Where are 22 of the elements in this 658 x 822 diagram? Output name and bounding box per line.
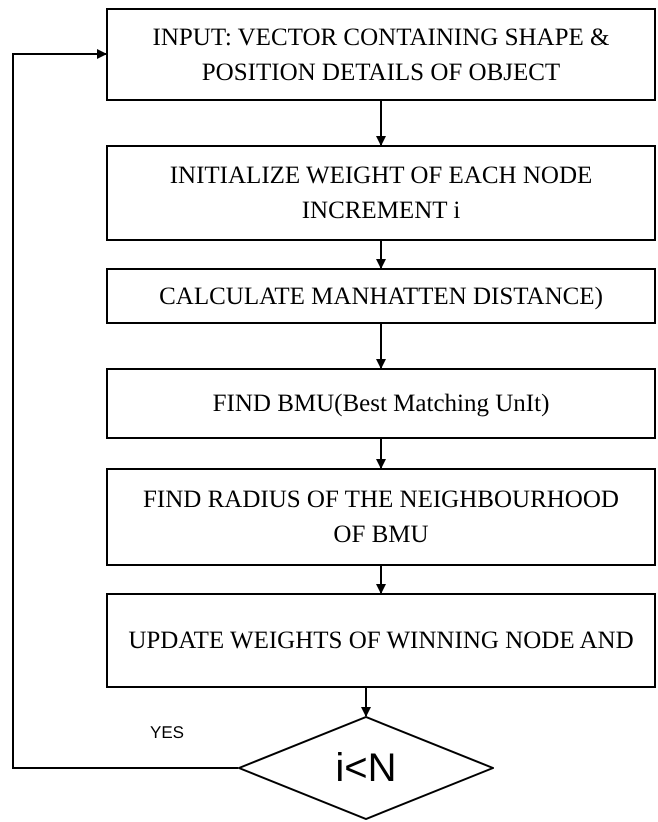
process-box <box>106 145 656 241</box>
arrow <box>376 324 386 369</box>
arrow <box>376 566 386 594</box>
process-box <box>106 8 656 101</box>
process-box <box>106 268 656 324</box>
step-text: INITIALIZE WEIGHT OF EACH NODE INCREMENT i <box>168 161 594 226</box>
arrow <box>12 49 238 769</box>
edge-label: YES <box>150 724 184 741</box>
step-text: CALCULATE MANHATTEN DISTANCE) <box>159 282 603 312</box>
arrow <box>376 101 386 146</box>
arrow <box>361 688 371 717</box>
step-text: INPUT: VECTOR CONTAINING SHAPE & POSITION DETAILS OF OBJECT <box>152 22 610 88</box>
decision-diamond <box>238 716 494 820</box>
step-text: UPDATE WEIGHTS OF WINNING NODE AND <box>128 626 634 656</box>
process-box <box>106 368 656 439</box>
process-box <box>106 468 656 566</box>
arrow <box>376 439 386 469</box>
step-text: FIND RADIUS OF THE NEIGHBOURHOOD OF BMU <box>142 485 620 550</box>
condition-text: i<N <box>335 745 397 792</box>
process-box <box>106 593 656 688</box>
arrow <box>376 241 386 269</box>
step-text: FIND BMU(Best Matching UnIt) <box>212 389 550 419</box>
